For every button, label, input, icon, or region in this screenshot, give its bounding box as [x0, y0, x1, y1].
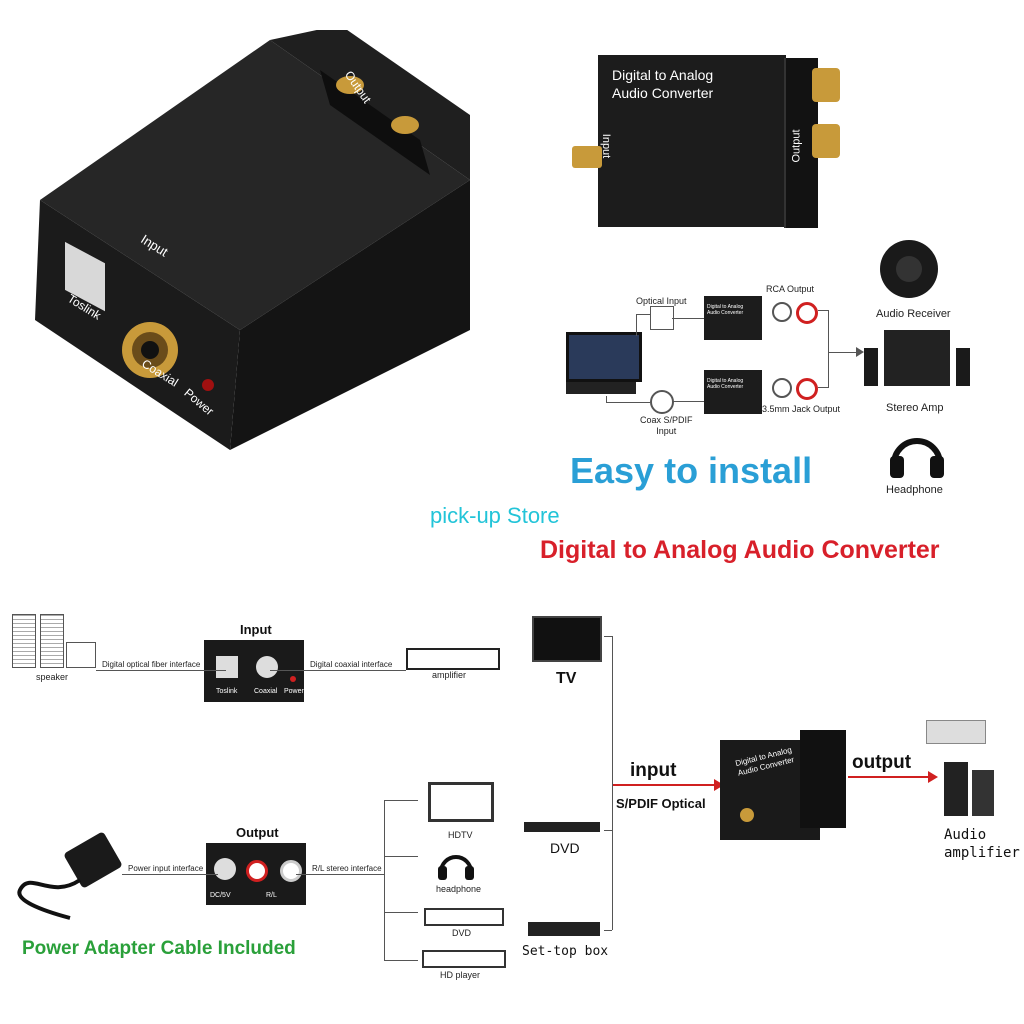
rl-label: R/L [266, 892, 277, 899]
dc5v-label: DC/5V [210, 892, 231, 899]
coaxial-input-gold-icon [572, 146, 602, 168]
input-arrow-label: input [630, 760, 677, 781]
speaker-icon [864, 348, 878, 386]
stereo-amp-icon [884, 330, 950, 386]
audio-amplifier-label: Audio amplifier [944, 827, 1020, 861]
input-coaxial-label: Coaxial [254, 688, 278, 695]
toslink-port-icon [216, 656, 238, 678]
subwoofer-icon [66, 642, 96, 668]
arrow-right-icon [714, 779, 724, 791]
toslink-port-icon [65, 241, 105, 312]
dvd-icon [524, 822, 600, 832]
speaker-icon [972, 770, 994, 816]
amplifier-label: amplifier [432, 670, 467, 680]
rca-white-icon [280, 860, 302, 882]
coaxial-gold-icon [740, 808, 754, 822]
coaxial-port-icon [256, 656, 278, 678]
dvd-label: DVD [452, 928, 472, 938]
arrow-right-icon [928, 771, 938, 783]
rca-gold-icon [336, 76, 364, 94]
power-adapter-icon [17, 832, 122, 920]
speaker-icon [956, 348, 970, 386]
product-title: Digital to Analog Audio Converter [540, 536, 940, 564]
rca-red-icon [796, 378, 818, 400]
rca-white-icon [772, 378, 792, 398]
hero-converter-device [35, 30, 470, 450]
mini-converter-title: Digital to Analog Audio Converter [707, 304, 744, 316]
input-power-label: Power [284, 688, 304, 695]
set-top-box-icon [528, 922, 600, 936]
optical-input-label: Optical Input [636, 296, 687, 306]
hd-player-icon [422, 950, 506, 968]
rca-gold-icon [391, 116, 419, 134]
output-arrow-label: output [852, 752, 912, 773]
rca-red-icon [246, 860, 268, 882]
jack-output-label: 3.5mm Jack Output [762, 404, 841, 414]
converter-title: Digital to Analog Audio Converter [612, 67, 714, 101]
hd-player-label: HD player [440, 970, 481, 980]
receiver-icon [926, 720, 986, 744]
easy-install-banner: Easy to install [570, 450, 813, 491]
mini-converter [704, 296, 762, 340]
tv-icon [532, 616, 602, 662]
power-led-icon [202, 379, 214, 391]
hdtv-label: HDTV [448, 830, 473, 840]
converter-input-label: Input [600, 133, 613, 159]
tv-label: TV [556, 670, 577, 687]
converter-front-view [598, 55, 786, 227]
rca-output-label: RCA Output [766, 284, 815, 294]
dvd-source-label: DVD [550, 840, 580, 856]
power-interface-label: Power input interface [128, 864, 204, 873]
headphone-icon [890, 438, 944, 478]
audio-receiver-label: Audio Receiver [876, 308, 951, 320]
headphone-label: headphone [436, 884, 482, 894]
input-toslink-label: Toslink [216, 688, 238, 695]
speaker-icon [944, 762, 968, 816]
optical-interface-label: Digital optical fiber interface [102, 660, 201, 669]
mini-converter-title: Digital to Analog Audio Converter [707, 378, 744, 390]
speaker-icon [40, 614, 64, 668]
rca-white-icon [772, 302, 792, 322]
set-top-box-label: Set-top box [522, 944, 609, 959]
coaxial-interface-label: Digital coaxial interface [310, 660, 393, 669]
spdif-label: S/PDIF Optical [616, 796, 706, 811]
power-led-icon [290, 676, 296, 682]
dvd-player-icon [566, 382, 636, 394]
power-adapter-banner: Power Adapter Cable Included [22, 938, 296, 959]
rca-red-icon [796, 302, 818, 324]
mini-converter [704, 370, 762, 414]
headphone-label: Headphone [886, 484, 943, 496]
rca-output-gold-icon [812, 124, 840, 158]
amplifier-icon [406, 648, 500, 670]
converter-output-label: Output [790, 129, 803, 163]
stereo-interface-label: R/L stereo interface [312, 864, 382, 873]
output-panel-title: Output [236, 825, 279, 840]
dvd-icon [424, 908, 504, 926]
coax-input-label: Coax S/PDIF Input [640, 415, 693, 436]
dc-port-icon [214, 858, 236, 880]
tv-icon [566, 332, 642, 382]
speaker-label: speaker [36, 672, 69, 682]
arrow-right-icon [856, 347, 864, 357]
hdtv-icon [428, 782, 494, 822]
store-name: pick-up Store [430, 503, 560, 528]
optical-port-icon [650, 306, 674, 330]
speaker-icon [12, 614, 36, 668]
rca-output-gold-icon [812, 68, 840, 102]
converter-side [800, 730, 846, 828]
headphone-icon [438, 855, 474, 880]
coax-port-icon [650, 390, 674, 414]
input-panel-title: Input [240, 622, 272, 637]
stereo-amp-label: Stereo Amp [886, 402, 944, 414]
